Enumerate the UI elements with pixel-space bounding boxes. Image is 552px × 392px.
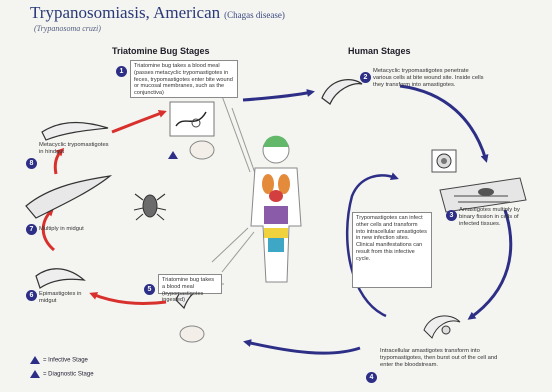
infected-cell-icon	[432, 150, 456, 172]
arrow-human-to-cells	[400, 86, 486, 160]
step-7-text: Multiply in midgut	[39, 226, 93, 233]
arrow-hindgut-to-bite	[112, 112, 164, 132]
step-5-badge: 5	[144, 284, 155, 295]
metacyclic-hindgut-icon	[42, 123, 108, 141]
diagnostic-stage-legend-icon	[30, 370, 40, 378]
bite-wound-illustration	[170, 102, 214, 136]
step-2-badge: 2	[360, 72, 371, 83]
triatomine-bug-icon	[134, 194, 166, 220]
arrow-bug-to-human	[243, 92, 312, 100]
epimastigote-icon	[36, 269, 84, 288]
step-4-text: Intracellular amastigotes transform into…	[380, 348, 498, 369]
arrow-bloodstream-to-bug	[246, 342, 360, 353]
bloodstream-parasite-icon	[424, 316, 460, 338]
bug-stages-heading: Triatomine Bug Stages	[112, 46, 210, 56]
step-4-badge: 4	[366, 372, 377, 383]
diagnostic-stage-marker-1	[168, 146, 181, 164]
legend-infective-label: = Infective Stage	[43, 358, 88, 364]
connector-lines	[212, 96, 256, 284]
step-8-text: Metacyclic trypomastigotes in hindgut	[39, 142, 109, 156]
diagnostic-stage-icon	[168, 151, 178, 159]
step-1-text: Triatomine bug takes a blood meal (passe…	[130, 60, 238, 98]
step-1-badge: 1	[116, 66, 127, 77]
step-3-badge: 3	[446, 210, 457, 221]
bite-wound-zoom	[190, 141, 214, 159]
infective-stage-icon	[30, 356, 40, 364]
legend-diagnostic: = Diagnostic Stage	[30, 370, 94, 378]
step-2-text: Metacyclic trypomastigotes penetrate var…	[373, 68, 485, 89]
arrow-bug-meal-to-midgut	[92, 294, 166, 304]
step-6-text: Epimastigotes in midgut	[39, 291, 93, 305]
title-paren: (Chagas disease)	[224, 10, 285, 20]
human-figure	[251, 136, 301, 282]
bug-meal-zoom	[180, 326, 204, 342]
reinfection-note: Trypomastigotes can infect other cells a…	[352, 212, 432, 288]
human-stages-heading: Human Stages	[348, 46, 411, 56]
step-3-text: Amastigotes multiply by binary fission i…	[459, 207, 537, 228]
step-8-badge: 8	[26, 158, 37, 169]
legend-diagnostic-label: = Diagnostic Stage	[43, 372, 94, 378]
species-name: (Trypanosoma cruzi)	[34, 24, 101, 33]
title-main: Trypanosomiasis, American	[30, 3, 220, 22]
trypomastigote-human-icon	[322, 80, 362, 104]
legend-infective: = Infective Stage	[30, 356, 88, 364]
midgut-multiply-icon	[26, 176, 110, 218]
step-6-badge: 6	[26, 290, 37, 301]
step-7-badge: 7	[26, 224, 37, 235]
page-title: Trypanosomiasis, American (Chagas disease…	[30, 3, 285, 23]
step-5-text: Triatomine bug takes a blood meal (trypo…	[158, 274, 222, 294]
